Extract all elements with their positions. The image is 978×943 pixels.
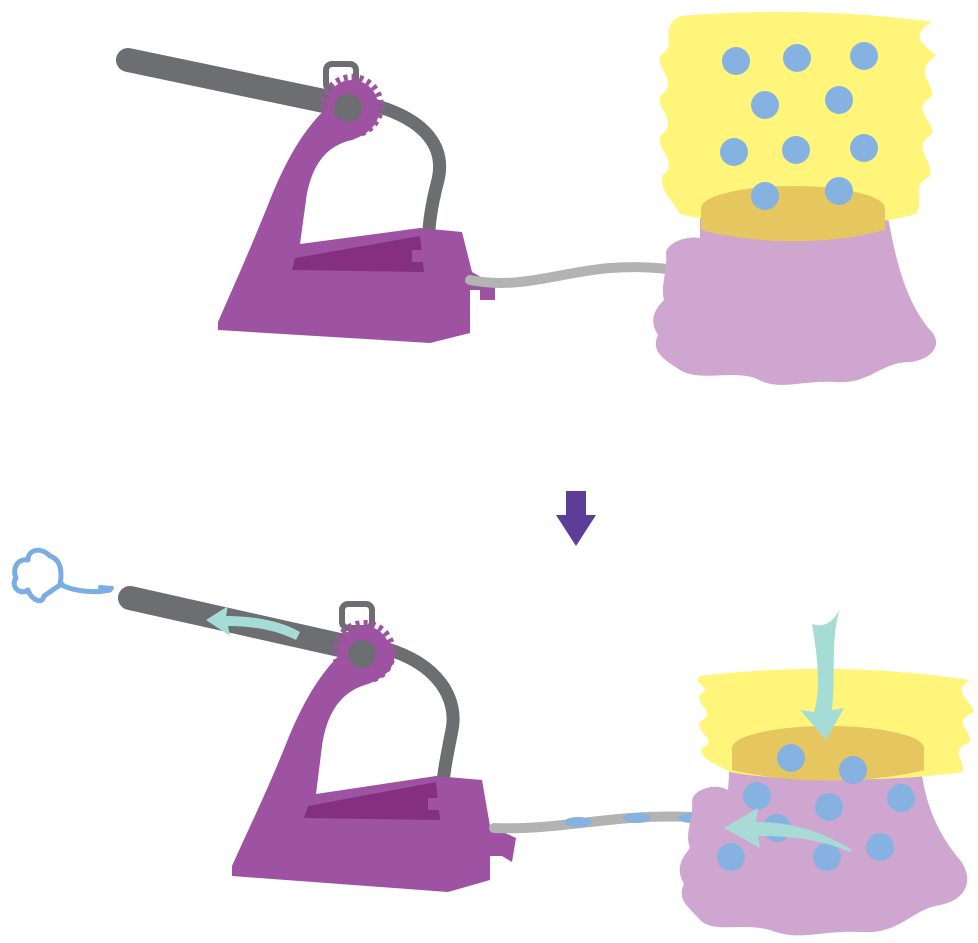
- bubble-icon: [866, 833, 894, 861]
- bubble-icon: [717, 843, 745, 871]
- flow-arrow-icon: [206, 606, 300, 640]
- panel-after: [11, 547, 974, 936]
- bubble-icon: [623, 813, 651, 823]
- flow-arrow-icon: [724, 808, 852, 852]
- bubble-icon: [825, 86, 853, 114]
- pump-body-icon: [232, 620, 516, 892]
- bubble-icon: [743, 782, 771, 810]
- bubble-icon: [720, 138, 748, 166]
- tube-bubbles: [564, 813, 706, 827]
- tissue-blob-icon: [653, 200, 937, 385]
- foam-rim-lower: [701, 208, 885, 242]
- bubble-icon: [825, 177, 853, 205]
- bubble-icon: [815, 793, 843, 821]
- gear-icon: [320, 74, 384, 138]
- bubble-icon: [751, 182, 779, 210]
- down-arrow-icon: [556, 491, 596, 546]
- bubble-icon: [850, 134, 878, 162]
- bubble-icon: [722, 47, 750, 75]
- bubble-icon: [564, 817, 592, 827]
- flow-arrow-icon: [800, 608, 844, 740]
- bubble-icon: [751, 91, 779, 119]
- bubble-icon: [839, 756, 867, 784]
- bubble-icon: [850, 42, 878, 70]
- gear-icon: [332, 620, 396, 684]
- bubbles-before: [720, 42, 878, 210]
- exhaust-puff-icon: [11, 547, 114, 604]
- panel-before: [116, 12, 937, 385]
- bubble-icon: [813, 843, 841, 871]
- bubble-icon: [777, 744, 805, 772]
- pump-body-icon: [218, 74, 495, 343]
- bubble-icon: [783, 44, 811, 72]
- tube-icon: [465, 262, 681, 288]
- bubble-icon: [887, 784, 915, 812]
- tube-icon: [489, 811, 711, 834]
- bubble-icon: [782, 136, 810, 164]
